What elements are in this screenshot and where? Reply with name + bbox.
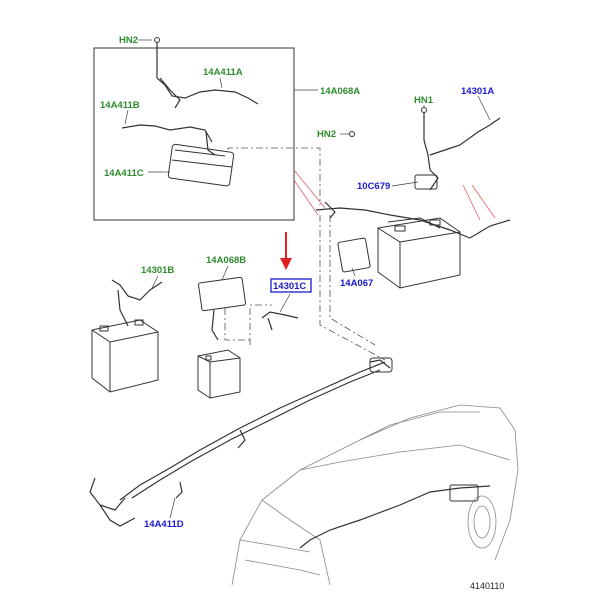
connection-lines [224, 147, 386, 361]
label-14a411d: 14A411D [144, 519, 184, 530]
label-hn2-top: HN2 [119, 35, 138, 46]
small-battery [197, 349, 241, 399]
label-14301b: 14301B [141, 265, 174, 276]
label-14a068b: 14A068B [206, 255, 246, 266]
red-indicator-arrow [280, 232, 292, 270]
label-14a411c: 14A411C [104, 168, 144, 179]
highlight-box-14301c [270, 278, 312, 293]
label-14a411b: 14A411B [100, 100, 140, 111]
module-14a068b [198, 276, 246, 341]
label-10c679: 10C679 [357, 181, 390, 192]
figure-number: 4140110 [470, 581, 504, 591]
detail-inset-frame [93, 47, 295, 221]
battery-cable-harness [315, 107, 511, 273]
main-battery [377, 217, 461, 289]
auxiliary-battery [91, 279, 163, 393]
label-14301a: 14301A [461, 86, 494, 97]
label-14a068a: 14A068A [320, 86, 360, 97]
floor-harness-14a411d [89, 357, 393, 527]
label-hn2-mid: HN2 [317, 129, 336, 140]
label-14a067: 14A067 [340, 278, 373, 289]
indicator-lines [293, 169, 496, 221]
label-hn1: HN1 [414, 95, 434, 106]
label-14a411a: 14A411A [203, 67, 243, 78]
inset-harness [121, 37, 355, 187]
cable-14301c [261, 311, 299, 331]
vehicle-outline [231, 404, 519, 586]
label-14301c: 14301C [273, 281, 306, 292]
leader-lines [124, 39, 491, 519]
